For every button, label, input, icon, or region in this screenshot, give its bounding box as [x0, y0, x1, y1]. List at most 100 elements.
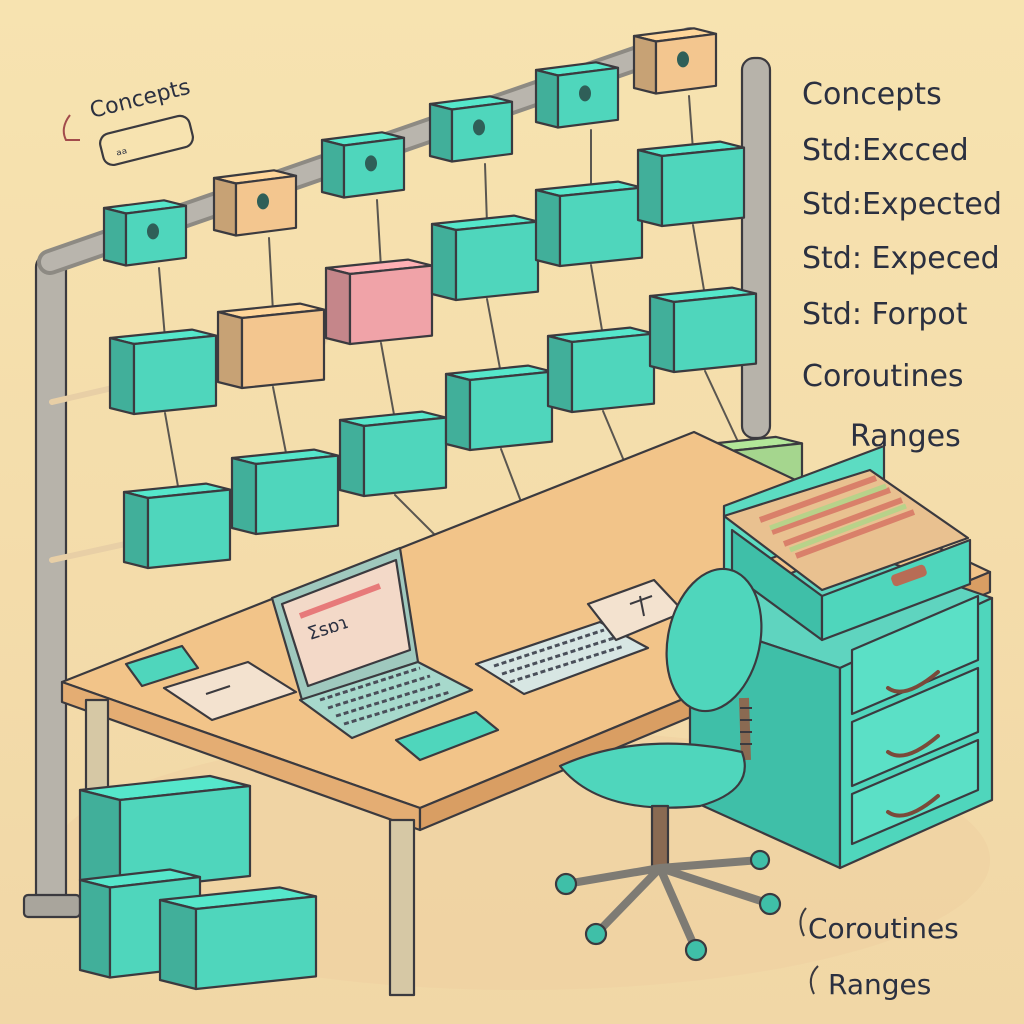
cube — [636, 140, 746, 228]
side-label: Coroutines — [802, 359, 964, 394]
cube — [230, 448, 340, 536]
string — [692, 224, 706, 297]
cube — [546, 326, 656, 414]
cube — [632, 27, 718, 95]
bottom-label: Coroutines — [808, 912, 959, 945]
file-box-front — [820, 538, 972, 642]
cube-socket — [473, 119, 485, 136]
cube-socket — [677, 51, 689, 68]
cube — [212, 169, 298, 237]
chair-back — [665, 567, 763, 713]
rail-label-tag-box — [99, 114, 194, 167]
cube-left — [648, 294, 676, 374]
bottom-labels: Coroutines Ranges — [799, 907, 959, 1001]
string — [688, 95, 694, 151]
cube-socket — [147, 223, 159, 240]
drawer-1 — [850, 594, 980, 716]
string — [272, 386, 288, 459]
phone — [124, 644, 200, 688]
cube — [122, 482, 232, 570]
drawer-3 — [850, 738, 980, 846]
left-post — [34, 253, 68, 917]
cube — [78, 774, 252, 892]
cube-left — [444, 372, 472, 452]
bottom-label-bracket — [809, 965, 819, 995]
string — [484, 163, 488, 225]
string — [158, 267, 166, 339]
drawer-cabinet — [688, 546, 994, 870]
cube-front — [132, 334, 218, 416]
right-post — [740, 56, 772, 440]
cube-left — [320, 138, 346, 199]
cube — [324, 258, 434, 346]
bottom-label: Ranges — [828, 968, 931, 1001]
keyboard — [474, 620, 650, 696]
cube — [338, 410, 448, 498]
string — [164, 412, 180, 493]
cube — [534, 180, 644, 268]
cube-front — [558, 186, 644, 268]
cube-left — [338, 418, 366, 498]
cube-socket — [365, 155, 377, 172]
cube-left — [158, 898, 198, 991]
side-label: Std:Excced — [802, 133, 969, 168]
chair-wheel — [758, 892, 782, 916]
cube-front — [240, 308, 326, 390]
drawer-2 — [850, 666, 980, 788]
cube — [158, 886, 318, 991]
cube — [534, 61, 620, 129]
cube-front — [194, 895, 318, 991]
cube — [430, 214, 540, 302]
laptop-screen — [280, 558, 412, 688]
cube — [648, 286, 758, 374]
chair-wheel — [749, 849, 771, 871]
cube-front — [570, 332, 656, 414]
cube-left — [636, 148, 664, 228]
cube-left — [534, 68, 560, 129]
chair-wheel — [554, 872, 578, 896]
string — [268, 237, 274, 313]
chair-wheel — [684, 938, 708, 962]
file-box — [722, 444, 972, 642]
cube-left — [428, 102, 454, 163]
cube-socket — [579, 85, 591, 102]
cube-socket — [257, 193, 269, 210]
notepad — [162, 660, 298, 722]
cube — [428, 95, 514, 163]
cube-left — [230, 456, 258, 536]
cube-front — [468, 370, 554, 452]
chair-base — [562, 856, 774, 954]
cube — [320, 131, 406, 199]
side-labels: Concepts Std:Excced Std:Expected Std: Ex… — [802, 77, 1002, 454]
string — [486, 298, 502, 375]
cube-left — [212, 176, 238, 237]
rail-label-tag-text: ᵃᵃ — [115, 146, 130, 164]
laptop: Ʃsɒɿ — [270, 546, 474, 740]
drawer-1-handle — [886, 670, 940, 694]
floor-cubes — [78, 774, 318, 991]
cube-left — [216, 310, 244, 390]
file-folders-green — [769, 483, 907, 553]
cube — [108, 328, 218, 416]
file-folders — [758, 475, 916, 559]
office-chair — [554, 567, 782, 962]
cube — [216, 302, 326, 390]
cube — [102, 199, 188, 267]
keyboard-keys — [493, 628, 625, 684]
cube-left — [122, 490, 150, 570]
desk-leg-front-left — [84, 698, 110, 792]
cube-front — [348, 264, 434, 346]
cube-front — [672, 292, 758, 374]
cube-front — [362, 416, 448, 498]
side-label: Std: Forpot — [802, 297, 968, 332]
chair-seat — [558, 742, 746, 809]
string — [590, 264, 604, 337]
cube-left — [78, 878, 112, 979]
rail-label-bracket — [62, 114, 80, 141]
left-post-base — [22, 893, 82, 919]
cube-left — [430, 222, 458, 302]
cube-left — [546, 334, 574, 414]
cube-front — [254, 454, 340, 536]
cube-left — [534, 188, 562, 268]
tablet — [394, 710, 500, 762]
